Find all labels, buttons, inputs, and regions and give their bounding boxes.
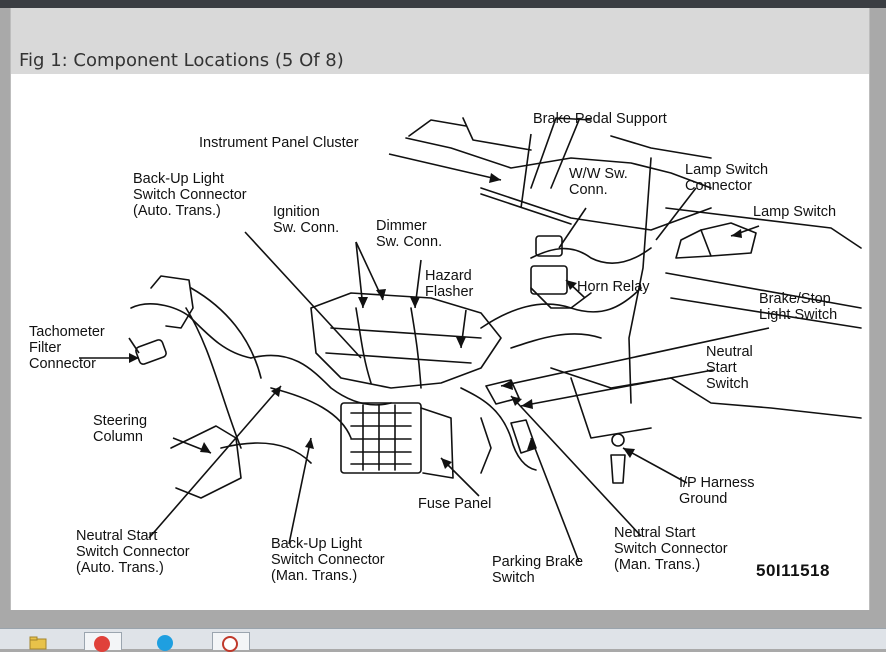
arrowhead-ground bbox=[623, 448, 635, 458]
taskbar-button-folder[interactable] bbox=[20, 632, 56, 650]
label-ip-harness-ground: I/P Harness Ground bbox=[679, 475, 755, 507]
ground-bolt bbox=[611, 433, 625, 447]
taskbar bbox=[0, 628, 886, 652]
arrowhead-neutral-start bbox=[521, 399, 533, 409]
dashboard-outline bbox=[405, 137, 712, 189]
record-icon bbox=[94, 636, 110, 652]
caption-bar: Fig 1: Component Locations (5 Of 8) bbox=[11, 8, 869, 74]
label-horn-relay: Horn Relay bbox=[577, 279, 650, 295]
label-ww-sw-conn: W/W Sw. Conn. bbox=[569, 166, 628, 198]
arrowhead-neutral-auto bbox=[271, 386, 281, 397]
label-neutral-start-switch: Neutral Start Switch bbox=[706, 344, 753, 392]
label-ignition-sw-conn: Ignition Sw. Conn. bbox=[273, 204, 340, 236]
main-harness bbox=[250, 354, 392, 406]
tachometer-filter-body bbox=[135, 339, 167, 365]
arrowhead-ignition-b bbox=[358, 297, 368, 308]
arrowhead-fuse-panel bbox=[441, 458, 452, 469]
arrowhead-lamp-switch bbox=[731, 229, 742, 238]
arrowhead-neutral-man bbox=[511, 396, 522, 406]
label-neutral-start-switch-connector-man: Neutral Start Switch Connector (Man. Tra… bbox=[614, 525, 728, 573]
label-brake-pedal-support: Brake Pedal Support bbox=[533, 111, 667, 127]
label-neutral-start-switch-connector-auto: Neutral Start Switch Connector (Auto. Tr… bbox=[76, 528, 190, 576]
arrowhead-steering bbox=[200, 442, 211, 453]
label-parking-brake-switch: Parking Brake Switch bbox=[492, 554, 584, 586]
label-dimmer-sw-conn: Dimmer Sw. Conn. bbox=[376, 218, 443, 250]
clock-icon bbox=[222, 636, 238, 652]
label-backup-light-switch-connector-auto: Back-Up Light Switch Connector (Auto. Tr… bbox=[133, 171, 247, 219]
tachometer-harness bbox=[130, 303, 252, 359]
label-instrument-panel-cluster: Instrument Panel Cluster bbox=[199, 135, 359, 151]
steering-column-shape bbox=[170, 425, 242, 499]
label-lamp-switch-connector: Lamp Switch Connector bbox=[685, 162, 769, 194]
component-diagram bbox=[79, 117, 862, 563]
instrument-cluster-body bbox=[310, 292, 502, 389]
taskbar-button-clock[interactable] bbox=[212, 632, 250, 652]
window-top-bar bbox=[0, 0, 886, 8]
arrowhead-backup-man bbox=[305, 438, 314, 449]
fuse-panel-body bbox=[340, 402, 422, 474]
figure-frame: Fig 1: Component Locations (5 Of 8) bbox=[10, 8, 870, 610]
arrowhead-hazard bbox=[456, 337, 466, 348]
arrowhead-horn-relay bbox=[566, 280, 577, 290]
label-fuse-panel: Fuse Panel bbox=[418, 496, 492, 512]
label-backup-light-switch-connector-man: Back-Up Light Switch Connector (Man. Tra… bbox=[271, 536, 385, 584]
browser-icon bbox=[157, 635, 173, 651]
horn-relay-body bbox=[530, 265, 568, 295]
label-lamp-switch: Lamp Switch bbox=[753, 204, 837, 220]
arrowhead-instrument-panel bbox=[489, 173, 501, 183]
reference-number: 50I11518 bbox=[756, 561, 830, 580]
arrowhead-brake-stop bbox=[501, 380, 513, 390]
arrowhead-ignition-a bbox=[376, 289, 386, 300]
lamp-switch-body bbox=[700, 222, 757, 257]
arrowhead-tachometer bbox=[129, 353, 139, 363]
ww-connector-body bbox=[535, 235, 563, 257]
brake-stop-switch-body bbox=[485, 379, 520, 405]
label-steering-column: Steering Column bbox=[93, 413, 148, 445]
label-brake-stop-light-switch: Brake/Stop Light Switch bbox=[759, 291, 838, 323]
label-tachometer-filter-connector: Tachometer Filter Connector bbox=[29, 324, 105, 372]
taskbar-button-record[interactable] bbox=[84, 632, 122, 652]
arrowhead-parking-brake bbox=[527, 438, 536, 450]
label-hazard-flasher: Hazard Flasher bbox=[425, 268, 474, 300]
taskbar-button-browser[interactable] bbox=[148, 632, 184, 651]
figure-caption: Fig 1: Component Locations (5 Of 8) bbox=[19, 50, 344, 71]
arrowhead-dimmer bbox=[410, 297, 420, 308]
